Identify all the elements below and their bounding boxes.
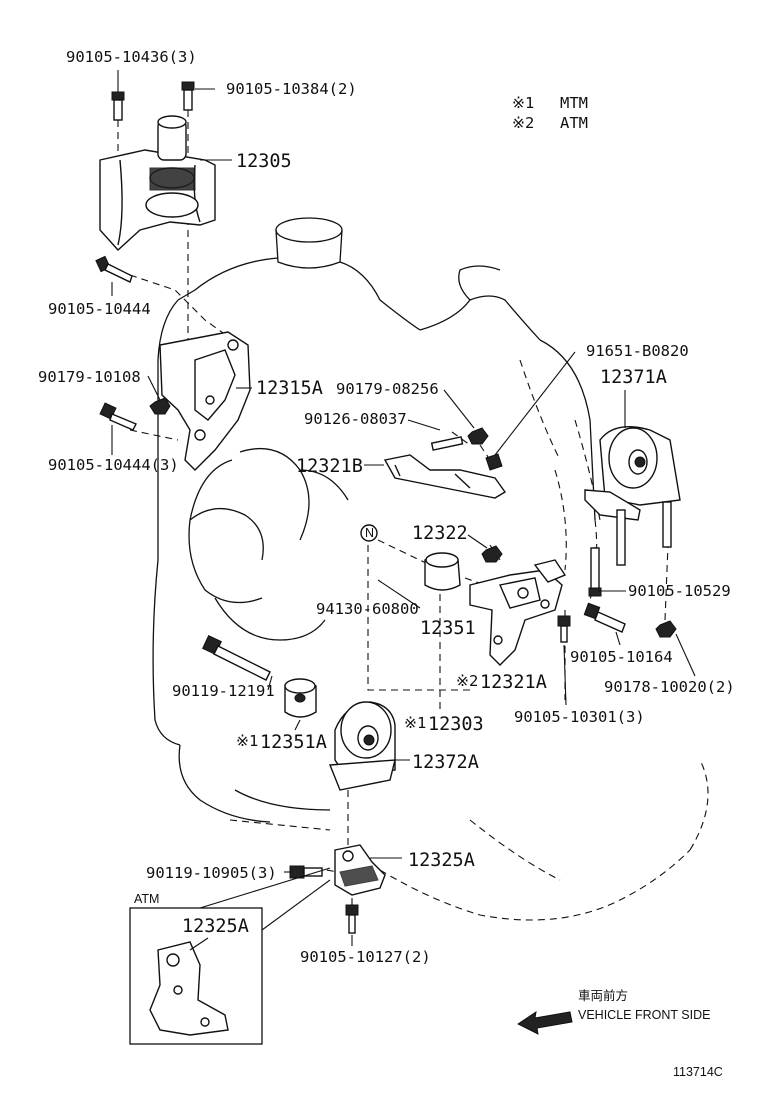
legend-text-2: ATM bbox=[560, 114, 588, 132]
bolt-90105-10444[interactable] bbox=[95, 255, 133, 283]
label-90179-10108[interactable]: 90179-10108 bbox=[38, 368, 141, 386]
label-90126-08037[interactable]: 90126-08037 bbox=[304, 410, 407, 428]
label-90179-08256[interactable]: 90179-08256 bbox=[336, 380, 439, 398]
label-12305[interactable]: 12305 bbox=[236, 151, 292, 172]
label-90105-10529[interactable]: 90105-10529 bbox=[628, 582, 731, 600]
bolt-90105-10164[interactable] bbox=[583, 602, 626, 633]
label-12372A[interactable]: 12372A bbox=[412, 752, 479, 773]
label-12303-mark: ※1 bbox=[404, 714, 426, 732]
direction-indicator: 車両前方 VEHICLE FRONT SIDE bbox=[517, 988, 710, 1035]
nut-90179-08256[interactable] bbox=[467, 427, 489, 445]
stud-90126-08037[interactable] bbox=[430, 436, 464, 451]
legend-text-1: MTM bbox=[560, 94, 588, 112]
bolt-90119-12191[interactable] bbox=[202, 635, 271, 681]
label-90105-10384-2[interactable]: 90105-10384(2) bbox=[226, 80, 357, 98]
engine-mount-12305[interactable] bbox=[99, 115, 216, 251]
nut-90179-10108[interactable] bbox=[149, 397, 171, 415]
label-12351A-mark: ※1 bbox=[236, 732, 258, 750]
atm-box-part-label[interactable]: 12325A bbox=[182, 916, 249, 937]
label-90178-10020-2[interactable]: 90178-10020(2) bbox=[604, 678, 735, 696]
label-90105-10127-2[interactable]: 90105-10127(2) bbox=[300, 948, 431, 966]
label-12315A[interactable]: 12315A bbox=[256, 378, 323, 399]
bolt-90105-10301[interactable] bbox=[557, 615, 571, 643]
direction-jp: 車両前方 bbox=[578, 988, 628, 1003]
label-90105-10301-3[interactable]: 90105-10301(3) bbox=[514, 708, 645, 726]
bolt-90105-10436[interactable] bbox=[111, 91, 125, 121]
bracket-12321A[interactable] bbox=[469, 559, 567, 666]
label-12321A[interactable]: 12321A bbox=[480, 672, 547, 693]
figure-id: 113714C bbox=[673, 1065, 723, 1079]
nut-12322[interactable] bbox=[481, 545, 503, 563]
legend: ※1 MTM ※2 ATM bbox=[512, 94, 588, 132]
bushing-12351A[interactable] bbox=[284, 678, 317, 718]
atm-inset: ATM 12325A bbox=[129, 867, 331, 1045]
label-90119-12191[interactable]: 90119-12191 bbox=[172, 682, 275, 700]
bolt-90105-10444-3[interactable] bbox=[99, 402, 137, 431]
atm-box-label: ATM bbox=[134, 892, 159, 906]
label-12371A[interactable]: 12371A bbox=[600, 367, 667, 388]
label-91651-B0820[interactable]: 91651-B0820 bbox=[586, 342, 689, 360]
bolt-90105-10127[interactable] bbox=[345, 904, 359, 934]
note-n-circle: N bbox=[360, 524, 378, 542]
assembly-lines bbox=[117, 110, 669, 905]
label-12351A[interactable]: 12351A bbox=[260, 732, 327, 753]
engine-mount-12372A[interactable] bbox=[328, 701, 396, 791]
label-94130-60800[interactable]: 94130-60800 bbox=[316, 600, 419, 618]
label-90105-10444[interactable]: 90105-10444 bbox=[48, 300, 151, 318]
svg-text:N: N bbox=[365, 526, 374, 540]
direction-en: VEHICLE FRONT SIDE bbox=[578, 1008, 710, 1022]
legend-mark-2: ※2 bbox=[512, 114, 534, 132]
bushing-12351[interactable] bbox=[424, 552, 461, 591]
legend-mark-1: ※1 bbox=[512, 94, 534, 112]
leader-lines bbox=[111, 70, 696, 946]
label-90105-10164[interactable]: 90105-10164 bbox=[570, 648, 673, 666]
bracket-12321B[interactable] bbox=[383, 454, 507, 499]
nut-90178-10020[interactable] bbox=[655, 620, 677, 638]
bolt-90105-10529[interactable] bbox=[588, 547, 602, 597]
front-arrow-icon bbox=[517, 1010, 573, 1035]
bracket-12315A[interactable] bbox=[159, 331, 251, 471]
label-12322[interactable]: 12322 bbox=[412, 523, 468, 544]
label-12321B[interactable]: 12321B bbox=[296, 456, 363, 477]
label-90119-10905-3[interactable]: 90119-10905(3) bbox=[146, 864, 277, 882]
label-90105-10436-3[interactable]: 90105-10436(3) bbox=[66, 48, 197, 66]
label-12321A-mark: ※2 bbox=[456, 672, 478, 690]
label-12325A[interactable]: 12325A bbox=[408, 850, 475, 871]
label-12351[interactable]: 12351 bbox=[420, 618, 476, 639]
label-90105-10444-3[interactable]: 90105-10444(3) bbox=[48, 456, 179, 474]
bracket-12325A[interactable] bbox=[334, 844, 386, 896]
bolt-90105-10384[interactable] bbox=[181, 81, 195, 111]
labels: 90105-10436(3) 90105-10384(2) 12305 9010… bbox=[38, 48, 735, 966]
engine-outline bbox=[152, 217, 709, 921]
bolt-91651-B0820[interactable] bbox=[485, 453, 503, 471]
label-12303[interactable]: 12303 bbox=[428, 714, 484, 735]
engine-mount-12371A[interactable] bbox=[584, 426, 681, 566]
